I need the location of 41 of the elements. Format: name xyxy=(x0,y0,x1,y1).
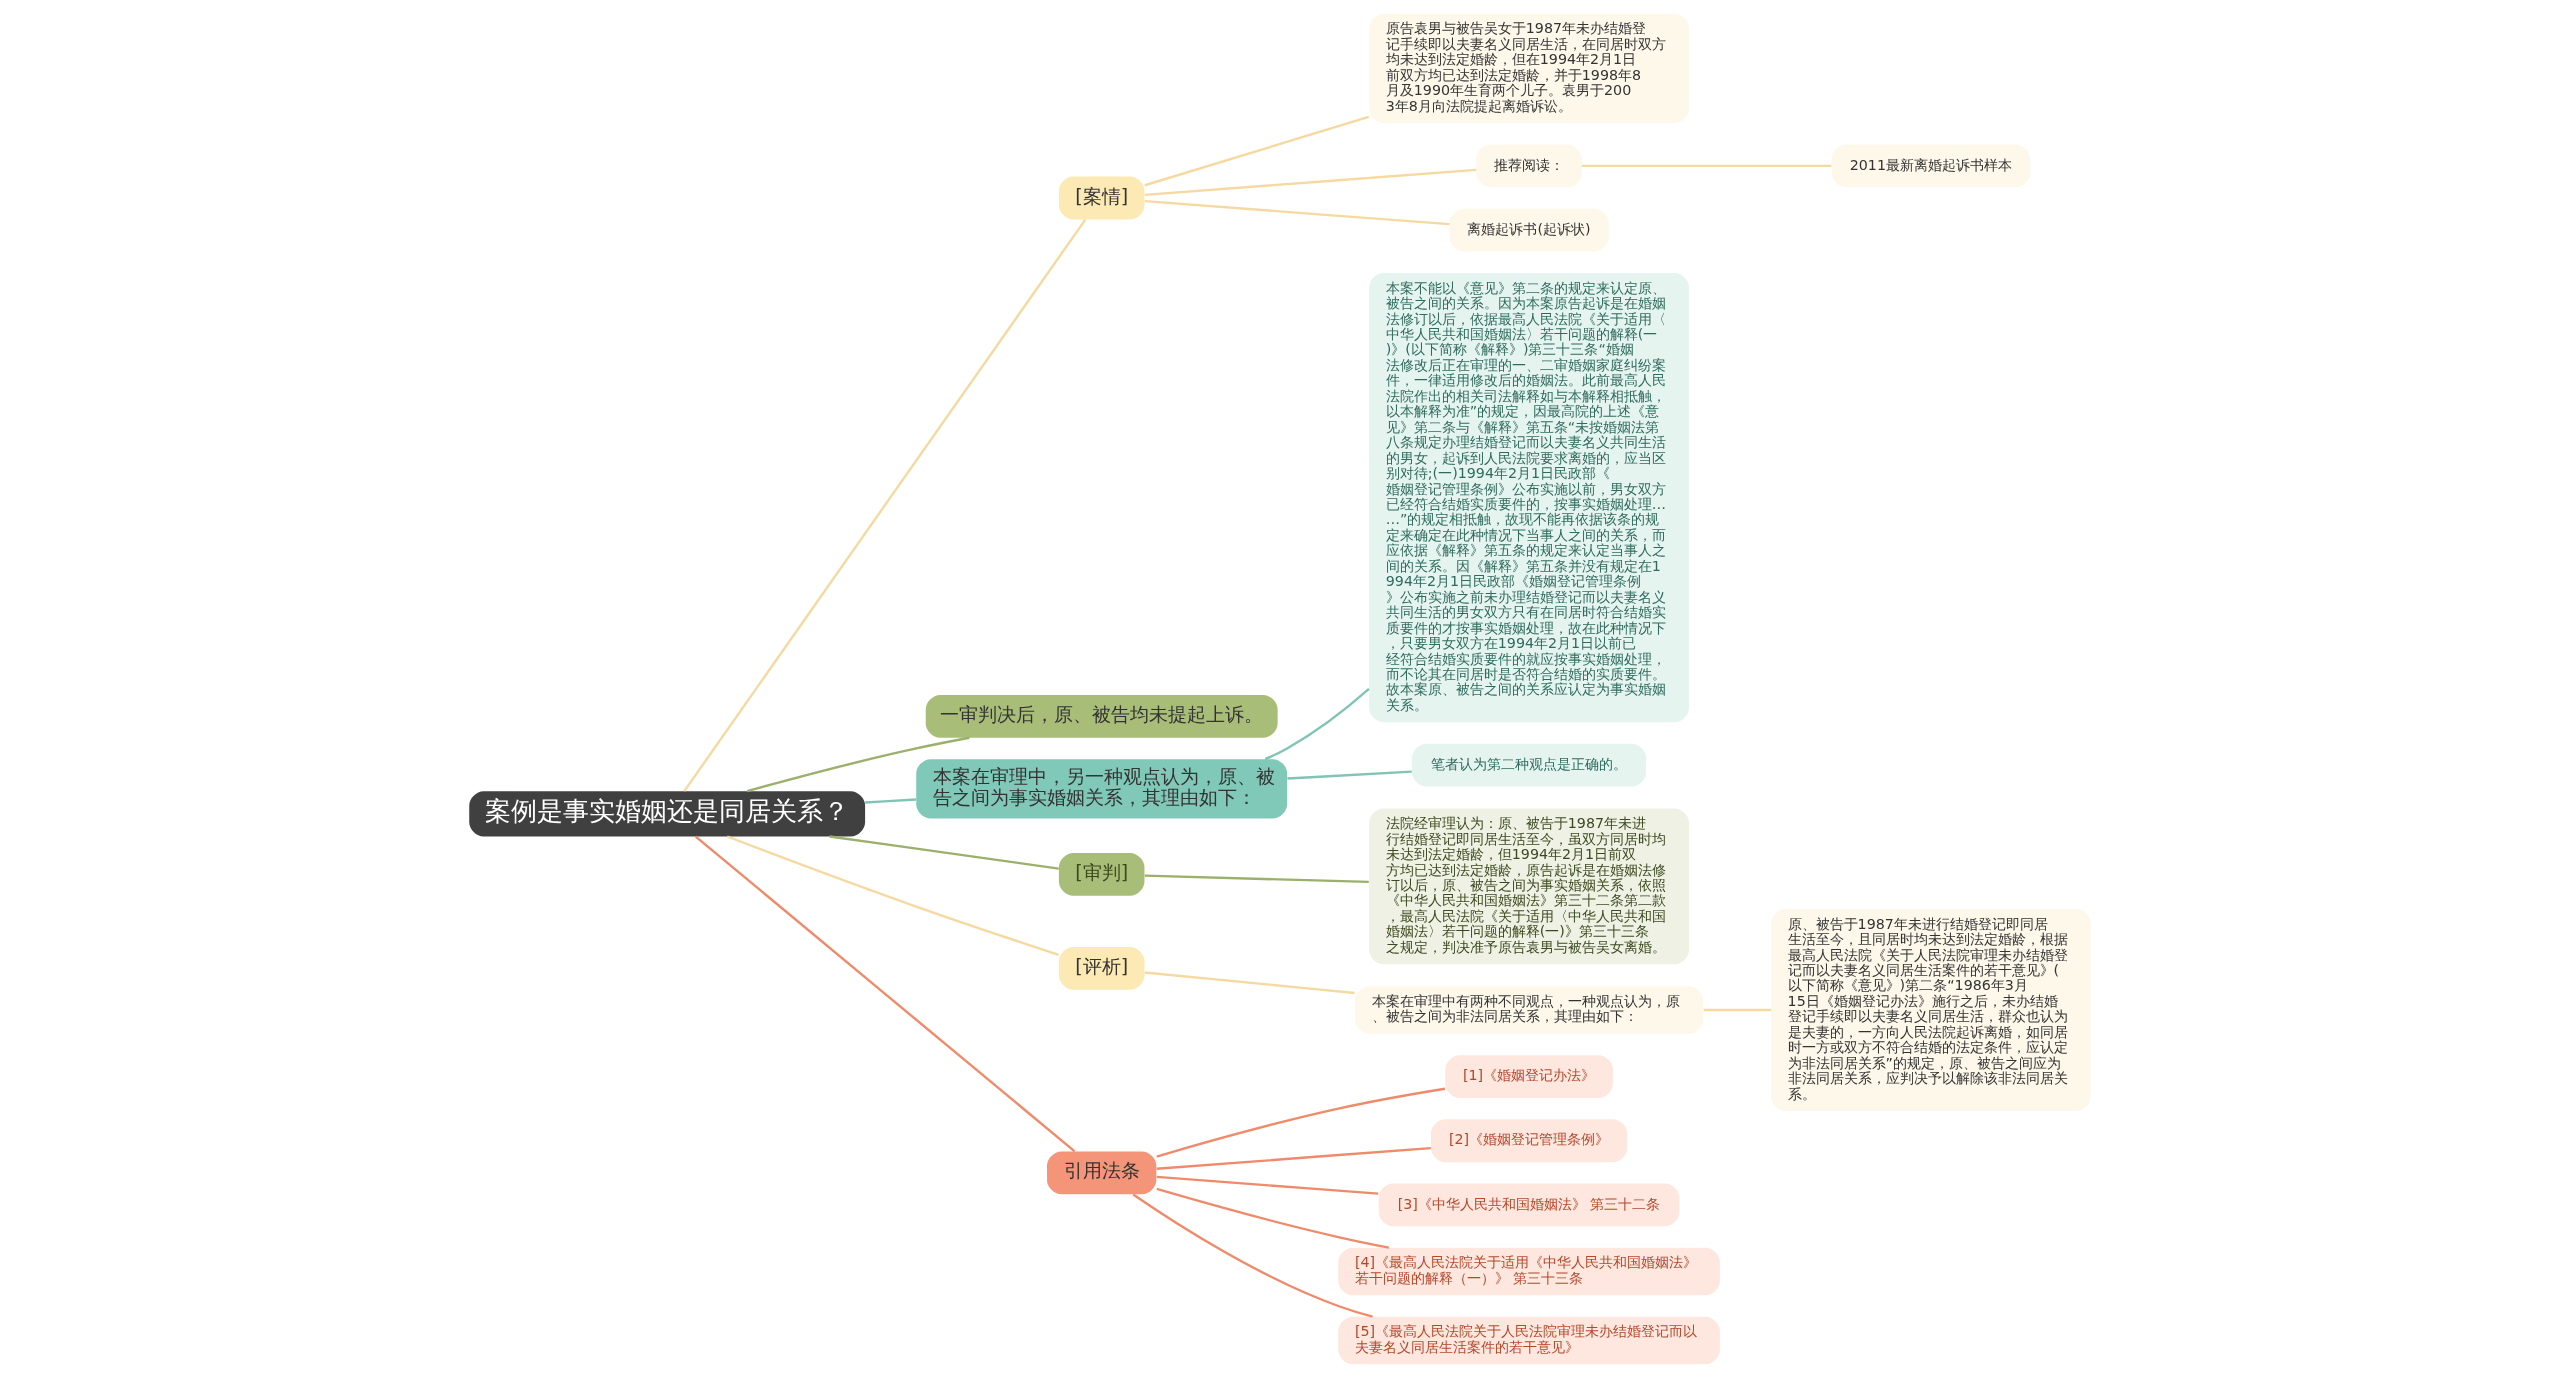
node-box: 本案不能以《意见》第二条的规定来认定原、被告之间的关系。因为本案原告起诉是在婚姻法修订以后，依据最高人民法院《关于适用〈中华人民共和国婚姻法〉若干问题的解释(一)》(以下简称《解释》)第三十三条“婚姻法修改后正在审理的一、二审婚姻家庭纠纷案件，一律适用修改后的婚姻法。此前最高人民法院作出的相关司法解释如与本解释相抵触，以本解释为准”的规定，因最高院的上述《意见》第二条与《解释》第五条“未按婚姻法第八条规定办理结婚登记而以夫妻名义共同生活的男女，起诉到人民法院要求离婚的，应当区别对待;(一)1994年2月1日民政部《婚姻登记管理条例》公布实施以前，男女双方已经符合结婚实质要件的，按事实婚姻处理……”的规定相抵触，故现不能再依据该条的规定来确定在此种情况下当事人之间的关系，而应依据《解释》第五条的规定来认定当事人之间的关系。因《解释》第五条并没有规定在1994年2月1日民政部《婚姻登记管理条例》公布实施之前未办理结婚登记而以夫妻名义共同生活的男女双方只有在同居时符合结婚实质要件的才按事实婚姻处理，故在此种情况下，只要男女双方在1994年2月1日以前已经符合结婚实质要件的就应按事实婚姻处理，而不论其在同居时是否符合结婚的实质要件。故本案原、被告之间的关系应认定为事实婚姻关系。 xyxy=(1369,272,1689,722)
node-box: [3]《中华人民共和国婚姻法》 第三十二条 xyxy=(1378,1183,1680,1226)
node-box: [案情] xyxy=(1058,176,1145,219)
node-box: 推荐阅读： xyxy=(1476,144,1582,187)
node-box: 笔者认为第二种观点是正确的。 xyxy=(1411,743,1647,786)
node-box: [4]《最高人民法院关于适用《中华人民共和国婚姻法》若干问题的解释（一）》 第三十三条 xyxy=(1338,1247,1720,1295)
connector xyxy=(1582,164,1832,167)
node-box: 离婚起诉书(起诉状) xyxy=(1449,208,1609,251)
connector xyxy=(829,834,1059,870)
connector xyxy=(694,835,1076,1152)
connector xyxy=(746,736,970,792)
connector xyxy=(865,797,917,804)
connector xyxy=(1287,769,1412,780)
node-box: 原告袁男与被告吴女于1987年未办结婚登记手续即以夫妻名义同居生活，在同居时双方均未达到法定婚龄，但在1994年2月1日前双方均已达到法定婚龄，并于1998年8月及1990年生育两个儿子。袁男于2003年8月向法院提起离婚诉讼。 xyxy=(1369,13,1689,123)
connector xyxy=(1156,1187,1390,1249)
node-box: 法院经审理认为：原、被告于1987年未进行结婚登记即同居生活至今，虽双方同居时均未达到法定婚龄，但1994年2月1日前双方均已达到法定婚龄，原告起诉是在婚姻法修订以后，原、被告之间为事实婚姻关系，依照《中华人民共和国婚姻法》第三十二条第二款，最高人民法院《关于适用〈中华人民共和国婚姻法〉若干问题的解释(一)》第三十三条之规定，判决准予原告袁男与被告吴女离婚。 xyxy=(1369,808,1689,964)
connector xyxy=(1144,168,1477,196)
node-box: 本案在审理中有两种不同观点，一种观点认为，原、被告之间为非法同居关系，其理由如下： xyxy=(1354,985,1704,1034)
node-box: [5]《最高人民法院关于人民法院审理未办结婚登记而以夫妻名义同居生活案件的若干意见》 xyxy=(1338,1316,1720,1364)
connector xyxy=(1156,1175,1379,1195)
connector xyxy=(683,218,1087,792)
node-box: 一审判决后，原、被告均未提起上诉。 xyxy=(925,694,1278,738)
node-box: 案例是事实婚姻还是同居关系？ xyxy=(469,790,866,836)
node-box: 2011最新离婚起诉书样本 xyxy=(1831,144,2031,187)
node-box: [2]《婚姻登记管理条例》 xyxy=(1431,1118,1628,1162)
node-box: [1]《婚姻登记办法》 xyxy=(1445,1054,1613,1098)
node-box: 引用法条 xyxy=(1047,1150,1157,1194)
node-box: 原、被告于1987年未进行结婚登记即同居生活至今，且同居时均未达到法定婚龄，根据最高人民法院《关于人民法院审理未办结婚登记而以夫妻名义同居生活案件的若干意见》(以下简称《意见》)第二条“1986年3月15日《婚姻登记办法》施行之后，未办结婚登记手续即以夫妻名义同居生活，群众也认为是夫妻的，一方向人民法院起诉离婚，如同居时一方或双方不符合结婚的法定条件，应认定为非法同居关系”的规定，原、被告之间应为非法同居关系，应判决予以解除该非法同居关系。 xyxy=(1771,908,2091,1111)
connector xyxy=(1132,1193,1373,1318)
connector xyxy=(1264,687,1370,760)
connector xyxy=(1144,873,1369,883)
connector xyxy=(1703,1008,1771,1011)
connector xyxy=(726,834,1059,956)
connector xyxy=(1144,199,1450,225)
connector xyxy=(1156,1087,1446,1158)
connector xyxy=(1144,970,1355,994)
connector xyxy=(1144,115,1370,186)
connector xyxy=(1156,1146,1431,1170)
node-box: [审判] xyxy=(1058,852,1145,896)
node-box: [评析] xyxy=(1058,946,1145,990)
node-box: 本案在审理中，另一种观点认为，原、被告之间为事实婚姻关系，其理由如下： xyxy=(916,758,1288,819)
